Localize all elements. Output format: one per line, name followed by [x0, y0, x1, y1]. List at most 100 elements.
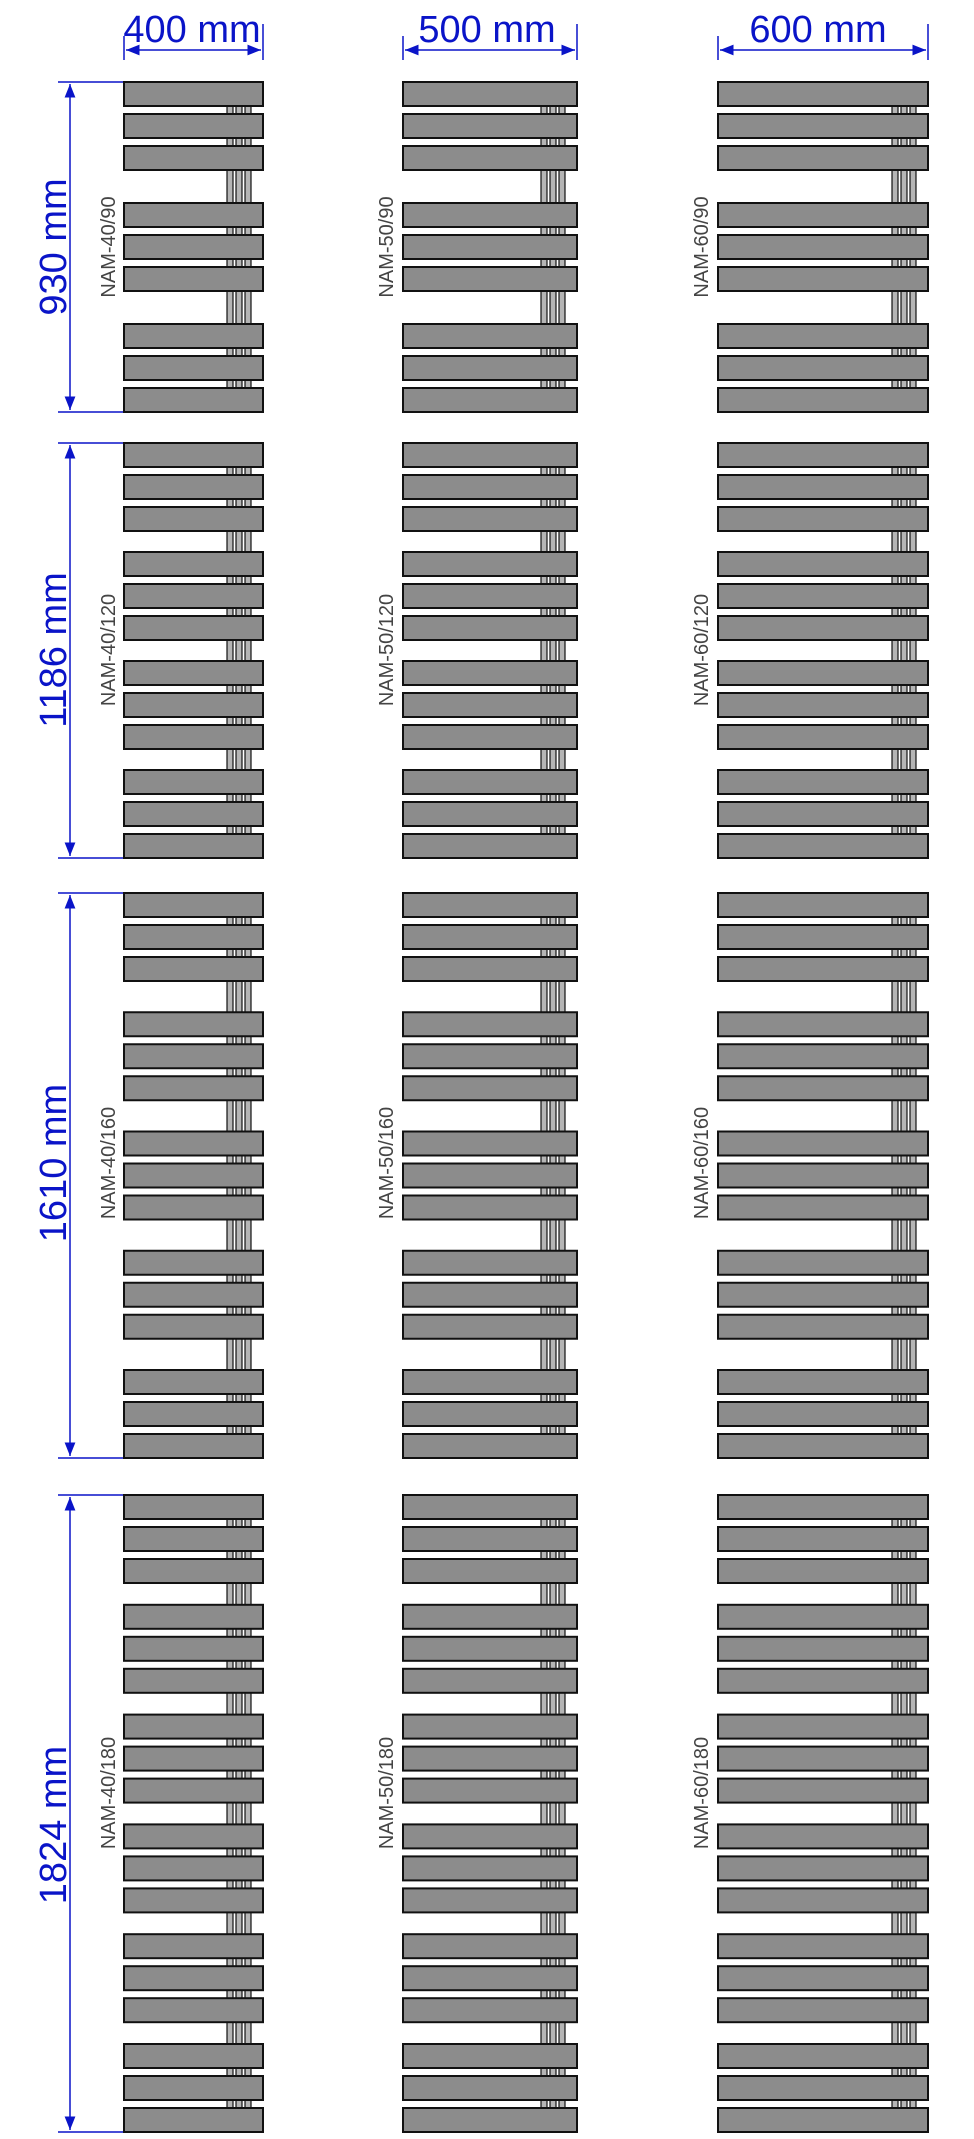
radiator-bar: [123, 1130, 264, 1157]
radiator-bar: [717, 1313, 929, 1340]
drawing-layer: [58, 24, 929, 2133]
radiator-bar: [402, 1558, 578, 1584]
radiator: [402, 81, 578, 413]
radiator-bar: [717, 1130, 929, 1157]
radiator-bar: [123, 1526, 264, 1552]
radiator-bar: [402, 956, 578, 982]
radiator-bar: [123, 892, 264, 918]
radiator-bar: [402, 1162, 578, 1189]
radiator-bar: [717, 355, 929, 381]
radiator-bar: [402, 1011, 578, 1038]
radiator-bar: [402, 145, 578, 171]
radiator-bar: [402, 615, 578, 641]
model-label: NAM-50/90: [376, 196, 398, 297]
radiator-pipe: [226, 1498, 234, 2129]
radiator-bar: [717, 1667, 929, 1694]
radiator-bar: [402, 202, 578, 228]
radiator-bar: [123, 1855, 264, 1882]
radiator-bar: [123, 1043, 264, 1070]
radiator-bar: [402, 1997, 578, 2024]
model-label: NAM-60/160: [691, 1107, 713, 1219]
radiator-bar: [123, 833, 264, 859]
model-label: NAM-60/90: [691, 196, 713, 297]
radiator-bar: [717, 615, 929, 641]
radiator-bar: [717, 1745, 929, 1772]
radiator-bar: [123, 660, 264, 686]
radiator-bar: [123, 1777, 264, 1804]
radiator-bar: [717, 1162, 929, 1189]
radiator-bar: [402, 692, 578, 718]
radiator-bar: [402, 1281, 578, 1308]
radiator-bar: [402, 1433, 578, 1459]
radiator-bar: [717, 801, 929, 827]
radiator-bar: [717, 1433, 929, 1459]
radiator-bar: [402, 387, 578, 413]
radiator-bar: [123, 2107, 264, 2133]
radiator-bar: [123, 615, 264, 641]
radiator-bar: [402, 1043, 578, 1070]
radiator-bar: [123, 801, 264, 827]
radiator-bar: [717, 145, 929, 171]
radiator-bar: [123, 234, 264, 260]
radiator-pipe: [900, 1498, 908, 2129]
radiator-bar: [123, 355, 264, 381]
radiator-bar: [402, 724, 578, 750]
radiator-bar: [123, 1075, 264, 1102]
radiator-bar: [402, 833, 578, 859]
height-label-930: 930 mm: [33, 178, 75, 315]
radiator-bar: [402, 892, 578, 918]
radiator-bar: [717, 1933, 929, 1960]
radiator-bar: [717, 1635, 929, 1662]
radiator: [123, 892, 264, 1459]
radiator-bar: [717, 442, 929, 468]
radiator-bar: [717, 1194, 929, 1221]
radiator-bar: [123, 1162, 264, 1189]
width-label-400: 400 mm: [123, 9, 260, 51]
radiator-bar: [402, 323, 578, 349]
radiator-bar: [402, 355, 578, 381]
radiator-bar: [123, 113, 264, 139]
radiator-bar: [123, 1603, 264, 1630]
model-label-row-2: NAM-40/160 NAM-50/160 NAM-60/160: [98, 1107, 713, 1219]
radiator-bar: [717, 1401, 929, 1427]
radiator-pipe: [549, 1498, 557, 2129]
radiator-bar: [123, 1558, 264, 1584]
radiator-bar: [717, 1249, 929, 1276]
radiator-bar: [402, 924, 578, 950]
model-label-row-3: NAM-40/180 NAM-50/180 NAM-60/180: [98, 1737, 713, 1849]
radiator-bar: [123, 1887, 264, 1914]
radiator-bar: [123, 1635, 264, 1662]
radiator-bar: [123, 956, 264, 982]
radiator-bar: [717, 1713, 929, 1740]
radiator-bar: [402, 1194, 578, 1221]
radiator-bar: [402, 551, 578, 577]
radiator-bar: [717, 1075, 929, 1102]
radiator-bar: [402, 1313, 578, 1340]
radiator-bar: [123, 387, 264, 413]
radiator-pipe: [909, 1498, 917, 2129]
radiator-bar: [123, 474, 264, 500]
radiator-bar: [717, 81, 929, 107]
radiator-bar: [123, 1433, 264, 1459]
radiator-bar: [717, 1043, 929, 1070]
radiator: [717, 81, 929, 413]
radiator-bar: [402, 801, 578, 827]
radiator-bar: [717, 266, 929, 292]
radiator-bar: [123, 1823, 264, 1850]
radiator-bar: [717, 660, 929, 686]
radiator-bar: [123, 924, 264, 950]
radiator-bar: [123, 1745, 264, 1772]
radiator: [717, 892, 929, 1459]
model-label-row-0: NAM-40/90 NAM-50/90 NAM-60/90: [98, 196, 713, 297]
radiator-bar: [402, 1823, 578, 1850]
radiator-bar: [717, 892, 929, 918]
model-label: NAM-50/160: [376, 1107, 398, 1219]
radiator-bar: [402, 1494, 578, 1520]
radiator-bar: [123, 81, 264, 107]
radiator-bar: [402, 113, 578, 139]
radiator-bar: [123, 442, 264, 468]
radiator-bar: [402, 1713, 578, 1740]
radiator-bar: [717, 1997, 929, 2024]
radiator-bar: [123, 1369, 264, 1395]
